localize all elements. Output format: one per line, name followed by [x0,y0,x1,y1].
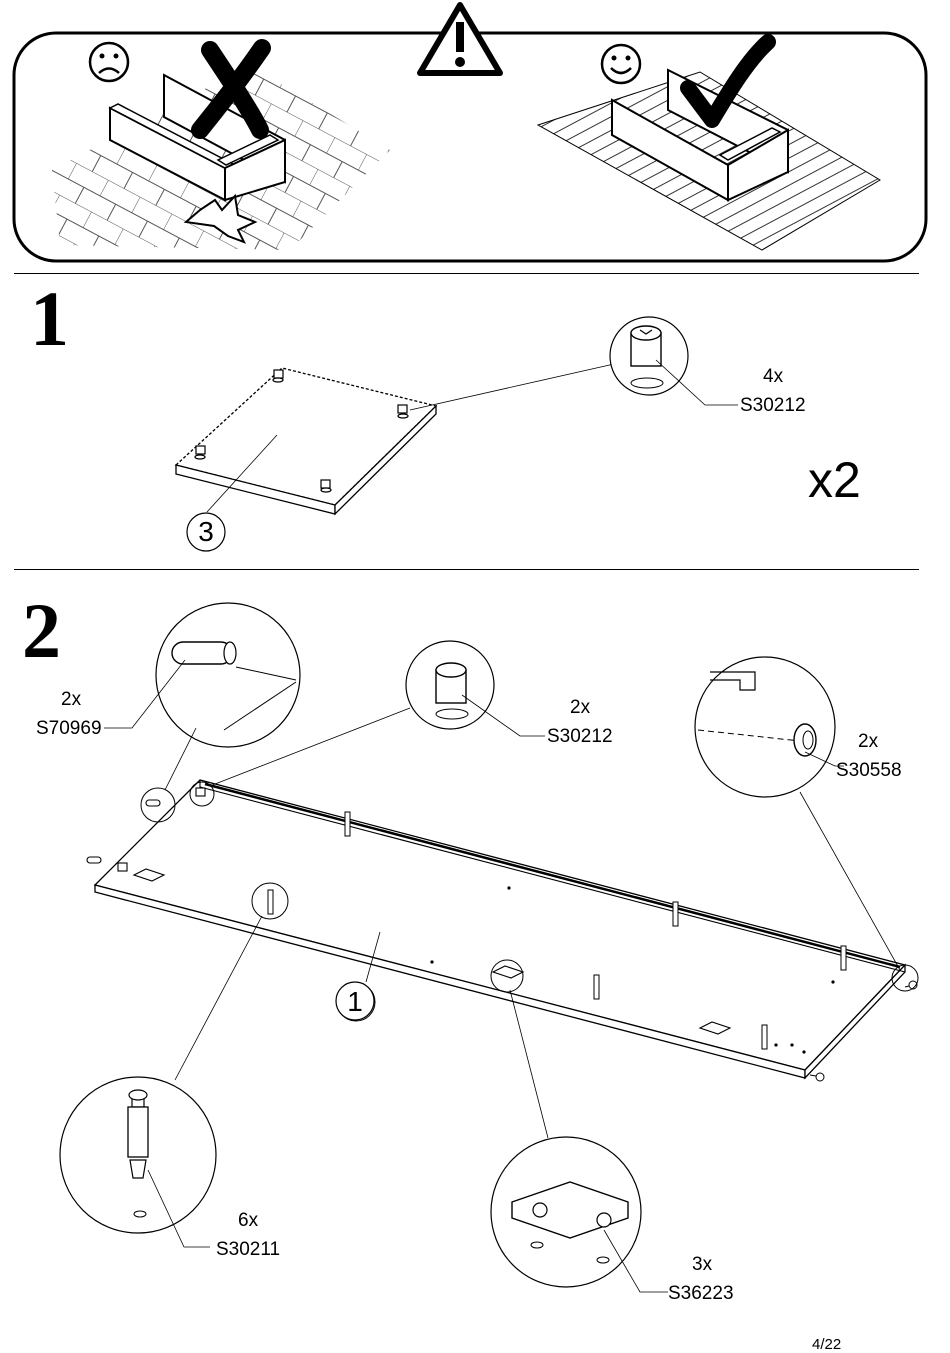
soft-floor-illustration [536,34,881,251]
fitting-qty: 2x [570,697,591,718]
fitting-qty: 2x [858,731,879,752]
part-number-1: 1 [347,986,363,1017]
section-divider [14,569,919,570]
fitting-qty: 3x [692,1254,713,1275]
hard-floor-illustration [52,39,390,250]
fitting-qty: 2x [61,689,82,710]
fitting-code: S30211 [216,1239,281,1260]
fitting-code: S30558 [836,760,902,781]
step-2-illustration [59,602,919,1293]
fitting-qty: 6x [238,1210,259,1231]
fitting-qty: 4x [763,366,784,387]
multiplier-label: x2 [808,452,861,508]
page-number: 4/22 [812,1336,842,1353]
fitting-code: S30212 [740,395,806,416]
step-1-illustration [174,316,738,552]
fitting-code: S30212 [547,726,613,747]
warning-triangle-icon [417,2,503,76]
smile-face-icon [600,43,642,85]
warning-panel [12,2,928,263]
section-divider [14,273,919,274]
step-2-number: 2 [22,587,61,674]
step-1-number: 1 [30,275,69,362]
fitting-code: S70969 [36,718,102,739]
fitting-code: S36223 [668,1283,734,1304]
frown-face-icon [88,41,130,83]
part-number-3: 3 [198,516,214,547]
